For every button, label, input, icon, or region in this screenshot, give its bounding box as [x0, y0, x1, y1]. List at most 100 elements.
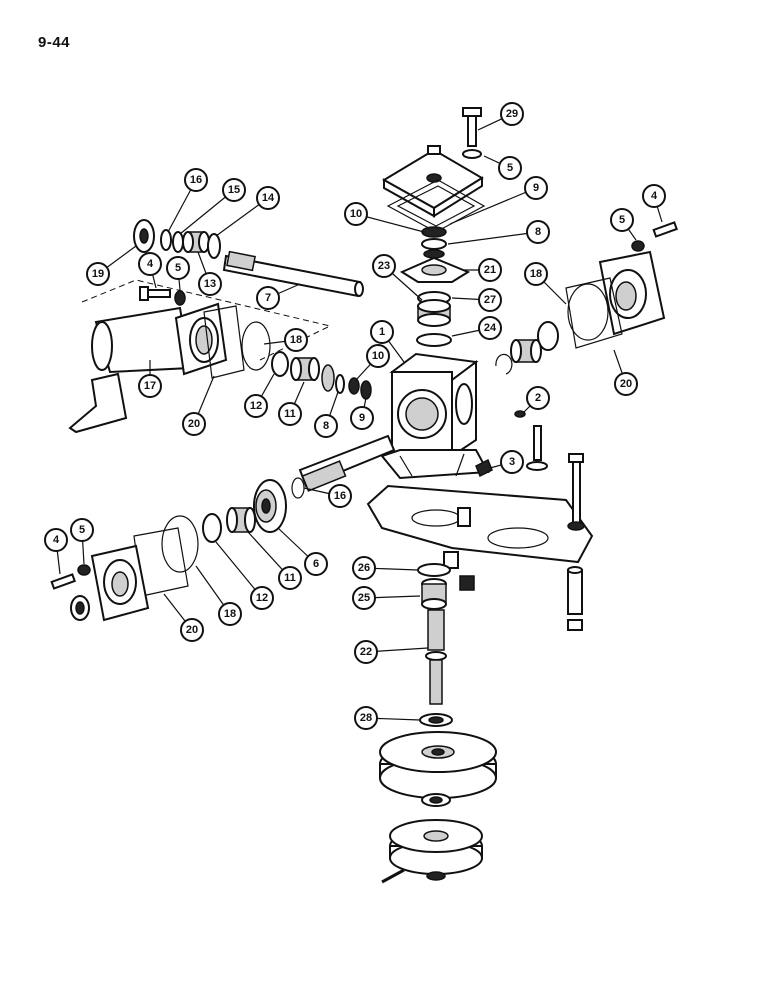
- callout-number: 5: [619, 214, 625, 226]
- callout-number: 23: [378, 260, 390, 272]
- callout-circle: [478, 258, 502, 282]
- cup-right: [537, 321, 559, 351]
- nut-long-bolt: [567, 619, 583, 631]
- callout-circle: [500, 450, 524, 474]
- long-bolt: [567, 453, 585, 531]
- callout-circle: [44, 528, 68, 552]
- mount-bolt-short: [526, 425, 548, 471]
- callout-circle: [180, 618, 204, 642]
- callout-number: 20: [188, 418, 200, 430]
- callout-number: 18: [224, 608, 236, 620]
- callout-c16a: 16: [167, 168, 208, 233]
- bracket-17: [68, 372, 128, 434]
- callout-number: 5: [79, 524, 85, 536]
- bearing-11-lower: [226, 507, 256, 533]
- callout-circle: [478, 288, 502, 312]
- bearing-13: [182, 231, 210, 253]
- callout-number: 28: [360, 712, 372, 724]
- spacer-26: [417, 563, 451, 577]
- bevel-gear-6: [253, 479, 287, 533]
- callout-circle: [642, 184, 666, 208]
- callout-c25: 25: [352, 586, 421, 610]
- callout-c9b: 9: [350, 397, 374, 430]
- callout-c21: 21: [464, 258, 502, 282]
- bearing-28: [419, 713, 453, 727]
- callout-number: 11: [284, 572, 296, 584]
- callout-number: 17: [144, 380, 156, 392]
- callout-circle: [478, 316, 502, 340]
- callout-circle: [278, 402, 302, 426]
- callout-circle: [354, 706, 378, 730]
- callout-circle: [218, 602, 242, 626]
- callout-circle: [304, 552, 328, 576]
- o-ring-18-left: [241, 321, 271, 371]
- lower-pulley: [389, 819, 483, 875]
- mount-plate: [366, 484, 594, 569]
- callout-circle: [166, 256, 190, 280]
- callout-number: 13: [204, 278, 216, 290]
- callout-number: 25: [358, 592, 370, 604]
- callout-c5a: 5: [483, 155, 522, 180]
- callout-c16b: 16: [303, 484, 352, 508]
- callout-c3: 3: [489, 450, 524, 474]
- callout-circle: [138, 252, 162, 276]
- callout-c27: 27: [451, 288, 502, 312]
- o-ring-18-right: [567, 283, 609, 341]
- callout-number: 7: [265, 292, 271, 304]
- callout-circle: [352, 556, 376, 580]
- callout-circle: [344, 202, 368, 226]
- callout-number: 11: [284, 408, 296, 420]
- callout-circle: [184, 168, 208, 192]
- callout-number: 9: [533, 182, 539, 194]
- callout-circle: [352, 586, 376, 610]
- spacer-14: [207, 233, 221, 259]
- callout-c5c: 5: [166, 256, 190, 291]
- callout-c4a: 4: [642, 184, 666, 223]
- callout-circle: [86, 262, 110, 286]
- plug: [514, 410, 526, 418]
- callout-c29: 29: [477, 102, 524, 131]
- snap-ring-right: [495, 353, 513, 375]
- callout-number: 1: [379, 326, 385, 338]
- bottom-pin: [381, 868, 405, 884]
- callout-number: 4: [147, 258, 154, 270]
- callout-number: 12: [250, 400, 262, 412]
- vertical-shaft-22: [425, 609, 447, 705]
- top-cover-plate: [382, 145, 484, 218]
- callout-number: 8: [323, 420, 329, 432]
- callout-number: 26: [358, 562, 370, 574]
- callout-c23: 23: [372, 254, 423, 301]
- callout-circle: [182, 412, 206, 436]
- callout-number: 4: [53, 534, 60, 546]
- bolt-4-left: [139, 286, 171, 301]
- hub-middle: [421, 793, 451, 807]
- cup-12-left: [271, 351, 289, 377]
- callout-number: 18: [290, 334, 302, 346]
- callout-circle: [222, 178, 246, 202]
- callout-c24: 24: [451, 316, 502, 340]
- callout-number: 10: [372, 350, 384, 362]
- callout-c14: 14: [215, 186, 280, 237]
- callout-number: 9: [359, 412, 365, 424]
- gasket-20-left: [203, 305, 245, 379]
- callout-circle: [250, 586, 274, 610]
- callout-c1: 1: [370, 320, 405, 363]
- washer-10-left: [348, 377, 360, 395]
- callout-c20b: 20: [182, 375, 215, 436]
- callout-number: 20: [186, 624, 198, 636]
- callout-number: 29: [506, 108, 518, 120]
- callout-c18a: 18: [524, 262, 567, 305]
- callout-c20c: 20: [163, 593, 204, 642]
- retaining-rings-15-16: [160, 229, 184, 253]
- callout-circle: [198, 272, 222, 296]
- callout-number: 27: [484, 294, 496, 306]
- callout-c8a: 8: [447, 220, 550, 245]
- callout-c11a: 11: [278, 381, 305, 426]
- callout-c18c: 18: [195, 565, 242, 626]
- callout-circle: [354, 640, 378, 664]
- callout-circle: [610, 208, 634, 232]
- callout-number: 6: [313, 558, 319, 570]
- callout-c11b: 11: [247, 531, 302, 590]
- callout-circle: [278, 566, 302, 590]
